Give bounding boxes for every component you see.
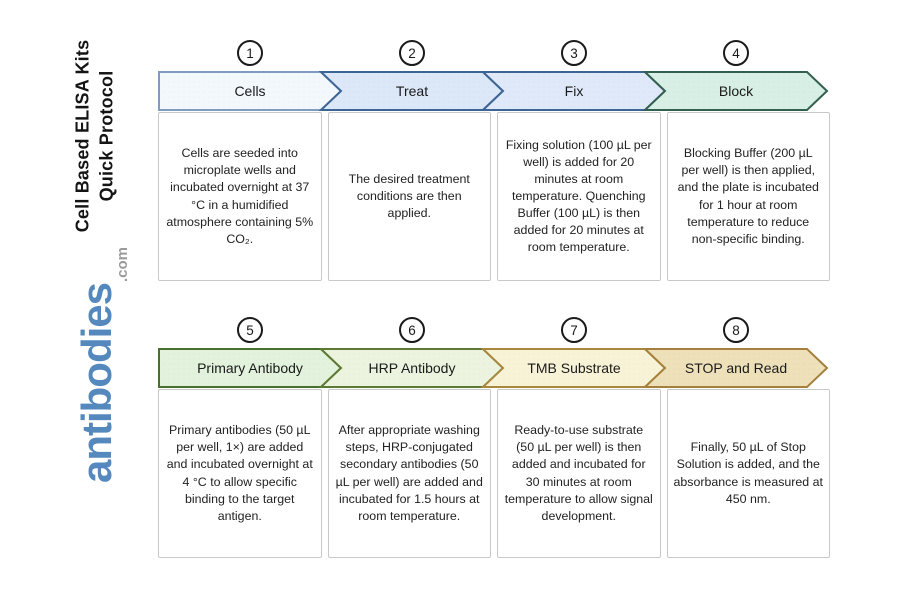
step-description-box: Cells are seeded into microplate wells a… — [158, 112, 322, 281]
antibodies-logo: antibodies .com — [73, 247, 131, 484]
page-title-line1: Cell Based ELISA Kits — [72, 39, 93, 233]
step-number: 8 — [732, 322, 740, 338]
description-row: Cells are seeded into microplate wells a… — [158, 112, 830, 281]
step-number-badge: 8 — [723, 317, 749, 343]
arrow-band: Primary Antibody HRP Antibody TMB Substr… — [158, 348, 830, 388]
step-number-badge: 3 — [561, 40, 587, 66]
description-row: Primary antibodies (50 µL per well, 1×) … — [158, 389, 830, 558]
step-description-box: Ready-to-use substrate (50 µL per well) … — [497, 389, 661, 558]
chevron-step-8-outline — [642, 348, 829, 388]
step-description-box: Fixing solution (100 µL per well) is add… — [497, 112, 661, 281]
step-description: The desired treatment conditions are the… — [348, 171, 470, 221]
chevron-step-7-outline — [480, 348, 667, 388]
step-description-box: The desired treatment conditions are the… — [327, 112, 491, 281]
chevron-step-3-outline — [480, 71, 667, 111]
chevron-arrows-svg — [158, 71, 829, 111]
protocol-row-2: 5 6 7 8 Primary Antibody HRP Antibody TM… — [158, 317, 830, 558]
step-number-badge: 4 — [723, 40, 749, 66]
step-description: Blocking Buffer (200 µL per well) is the… — [677, 146, 819, 246]
step-description-box: After appropriate washing steps, HRP-con… — [327, 389, 491, 558]
chevron-step-1-outline — [158, 71, 343, 111]
step-number: 1 — [246, 45, 254, 61]
step-number: 7 — [570, 322, 578, 338]
step-number: 2 — [408, 45, 416, 61]
chevron-arrows-svg — [158, 348, 829, 388]
step-description: After appropriate washing steps, HRP-con… — [335, 423, 483, 523]
step-description-box: Blocking Buffer (200 µL per well) is the… — [666, 112, 830, 281]
step-number: 3 — [570, 45, 578, 61]
step-number-badge: 6 — [399, 317, 425, 343]
step-description-box: Finally, 50 µL of Stop Solution is added… — [666, 389, 830, 558]
step-number: 6 — [408, 322, 416, 338]
logo-wordmark: antibodies — [73, 282, 120, 484]
step-number-badge: 7 — [561, 317, 587, 343]
step-description: Fixing solution (100 µL per well) is add… — [505, 137, 652, 255]
step-number-badge: 2 — [399, 40, 425, 66]
step-number-row: 5 6 7 8 — [158, 317, 830, 343]
step-description-box: Primary antibodies (50 µL per well, 1×) … — [158, 389, 322, 558]
page-title-line2: Quick Protocol — [97, 70, 117, 202]
step-number-badge: 5 — [237, 317, 263, 343]
arrow-band: Cells Treat Fix Block — [158, 71, 830, 111]
chevron-step-6-outline — [318, 348, 505, 388]
protocol-row-1: 1 2 3 4 Cells Treat Fix Block Cells are … — [158, 40, 830, 281]
step-number-badge: 1 — [237, 40, 263, 66]
chevron-step-4-outline — [642, 71, 829, 111]
step-description: Cells are seeded into microplate wells a… — [166, 146, 314, 246]
step-number-row: 1 2 3 4 — [158, 40, 830, 66]
chevron-step-2-outline — [318, 71, 505, 111]
page-title: Cell Based ELISA Kits Quick Protocol — [71, 40, 120, 233]
step-description: Finally, 50 µL of Stop Solution is added… — [673, 440, 823, 506]
step-number: 5 — [246, 322, 254, 338]
step-description: Primary antibodies (50 µL per well, 1×) … — [166, 423, 313, 523]
step-description: Ready-to-use substrate (50 µL per well) … — [504, 423, 653, 523]
logo-domain-suffix: .com — [114, 246, 131, 282]
step-number: 4 — [732, 45, 740, 61]
chevron-step-5-outline — [158, 348, 343, 388]
